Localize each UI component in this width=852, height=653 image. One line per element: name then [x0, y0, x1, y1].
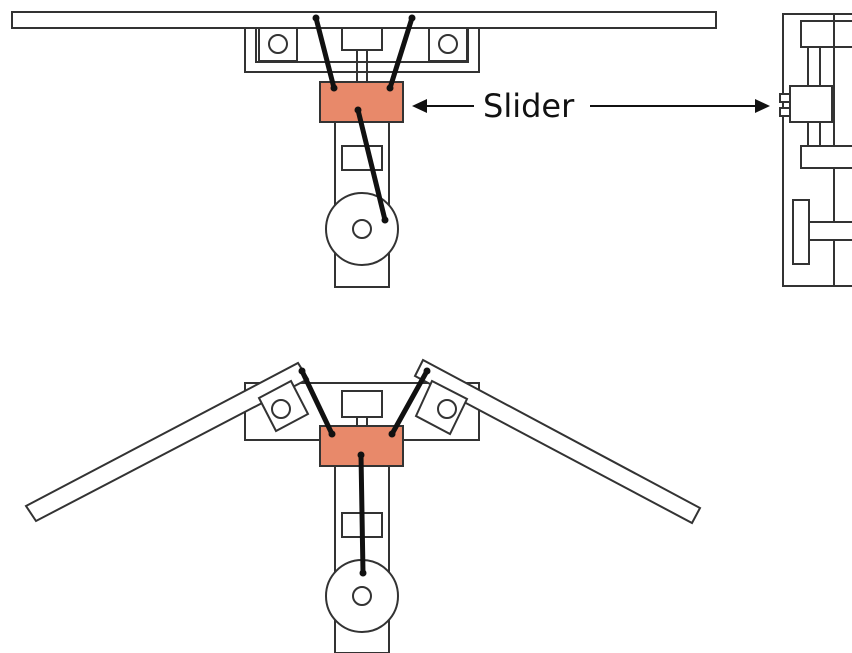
top-right-link-joint-bottom — [386, 84, 394, 92]
bottom-assembly — [24, 358, 702, 653]
side-axle — [808, 221, 852, 241]
side-wheel-edge — [792, 199, 810, 265]
top-right-link-joint-top — [408, 14, 416, 22]
callout-label: Slider — [483, 87, 575, 125]
side-slider-tab-bottom — [779, 107, 791, 117]
side-slider-tab-top — [779, 93, 791, 103]
top-assembly — [11, 11, 717, 288]
top-lower-block — [341, 145, 383, 171]
callout-right-arrowhead — [755, 99, 770, 113]
bottom-crank-link-joint-bottom — [359, 569, 367, 577]
top-right-pivot-hole — [438, 34, 458, 54]
callout-left-arrowhead — [412, 99, 427, 113]
bottom-right-wing-plate — [413, 358, 702, 525]
bottom-right-link-joint-bottom — [388, 430, 396, 438]
bottom-left-link-joint-top — [298, 367, 306, 375]
top-left-link-joint-bottom — [330, 84, 338, 92]
top-wing-plate — [11, 11, 717, 29]
bottom-right-link-joint-top — [423, 367, 431, 375]
bottom-crank-link — [358, 452, 366, 576]
slider-callout: Slider — [412, 87, 770, 125]
bottom-crank-hub — [352, 586, 372, 606]
bottom-guide-block — [341, 390, 383, 418]
bottom-left-pivot-hole — [271, 399, 291, 419]
top-crank-hub — [352, 219, 372, 239]
side-middle-bar — [800, 145, 852, 169]
side-top-bar — [800, 20, 852, 48]
top-crank-link — [355, 107, 388, 223]
bottom-right-link — [389, 368, 430, 437]
top-right-link — [387, 15, 415, 91]
top-crank-link-joint-top — [354, 106, 362, 114]
top-left-link-joint-top — [312, 14, 320, 22]
side-slider — [789, 85, 833, 123]
bottom-crank-link-joint-top — [357, 451, 365, 459]
top-left-pivot-hole — [268, 34, 288, 54]
bottom-right-pivot-hole — [437, 399, 457, 419]
side-view — [779, 13, 852, 287]
bottom-left-link — [299, 368, 335, 437]
top-crank-link-joint-bottom — [381, 216, 389, 224]
bottom-left-wing-plate — [24, 361, 310, 523]
bottom-left-link-joint-bottom — [328, 430, 336, 438]
top-left-link — [313, 15, 337, 91]
